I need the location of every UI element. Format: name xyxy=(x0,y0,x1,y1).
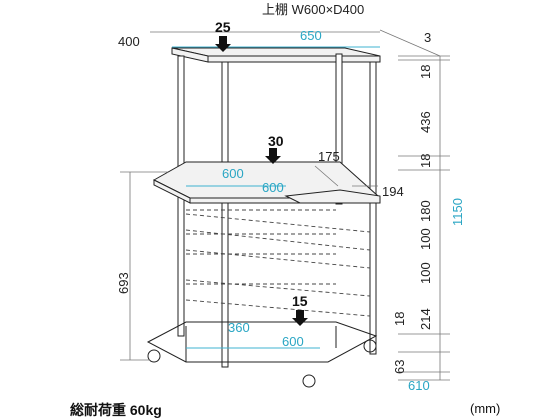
dash-shelf-2 xyxy=(185,229,371,251)
dim-610: 610 xyxy=(408,378,430,393)
dim-100a: 100 xyxy=(418,228,433,250)
caster-front xyxy=(302,374,316,388)
arrow-down-icon-top xyxy=(215,36,231,52)
total-load-label: 総耐荷重 60kg xyxy=(70,402,162,418)
desk-side-extension xyxy=(284,189,381,204)
dim-693: 693 xyxy=(116,272,131,294)
post-front-right xyxy=(369,61,377,355)
caster-left xyxy=(147,349,161,363)
arrow-down-icon-desk xyxy=(265,148,281,164)
dim-63: 63 xyxy=(392,360,407,374)
unit-label: (mm) xyxy=(470,401,501,416)
dim-214: 214 xyxy=(418,308,433,330)
dim-180: 180 xyxy=(418,200,433,222)
dim-top-thickness: 3 xyxy=(424,30,431,45)
caster-right xyxy=(363,339,377,353)
post-back-right xyxy=(335,53,343,205)
dim-1150: 1150 xyxy=(450,198,465,226)
dash-shelf-1 xyxy=(185,209,371,233)
dim-360: 360 xyxy=(228,320,250,335)
dim-175: 175 xyxy=(318,149,340,164)
dim-desk-center: 600 xyxy=(262,180,284,195)
load-top-value: 25 xyxy=(215,19,231,35)
dim-18-mid: 18 xyxy=(418,154,433,168)
dim-100b: 100 xyxy=(418,262,433,284)
dash-shelf-3 xyxy=(185,249,371,269)
dim-top-width: 650 xyxy=(300,28,322,43)
dim-top-diag xyxy=(379,29,441,57)
dash-shelf-5 xyxy=(185,299,371,317)
top-shelf-label: 上棚 W600×D400 xyxy=(262,2,364,17)
dim-top-side: 400 xyxy=(118,34,140,49)
dim-desk-left: 600 xyxy=(222,166,244,181)
arrow-down-icon-bottom xyxy=(292,310,308,326)
base-frame-detail xyxy=(185,326,337,362)
top-shelf-edge-front xyxy=(207,55,381,63)
dim-600-bottom: 600 xyxy=(282,334,304,349)
dash-shelf-4 xyxy=(185,279,371,297)
dim-18-bot: 18 xyxy=(392,312,407,326)
dim-194: 194 xyxy=(382,184,404,199)
load-desk-value: 30 xyxy=(268,133,284,149)
dim-18-top: 18 xyxy=(418,65,433,79)
load-bottom-value: 15 xyxy=(292,293,308,309)
dim-175-leader xyxy=(314,165,339,187)
post-front-left xyxy=(221,61,229,368)
dim-436: 436 xyxy=(418,111,433,133)
